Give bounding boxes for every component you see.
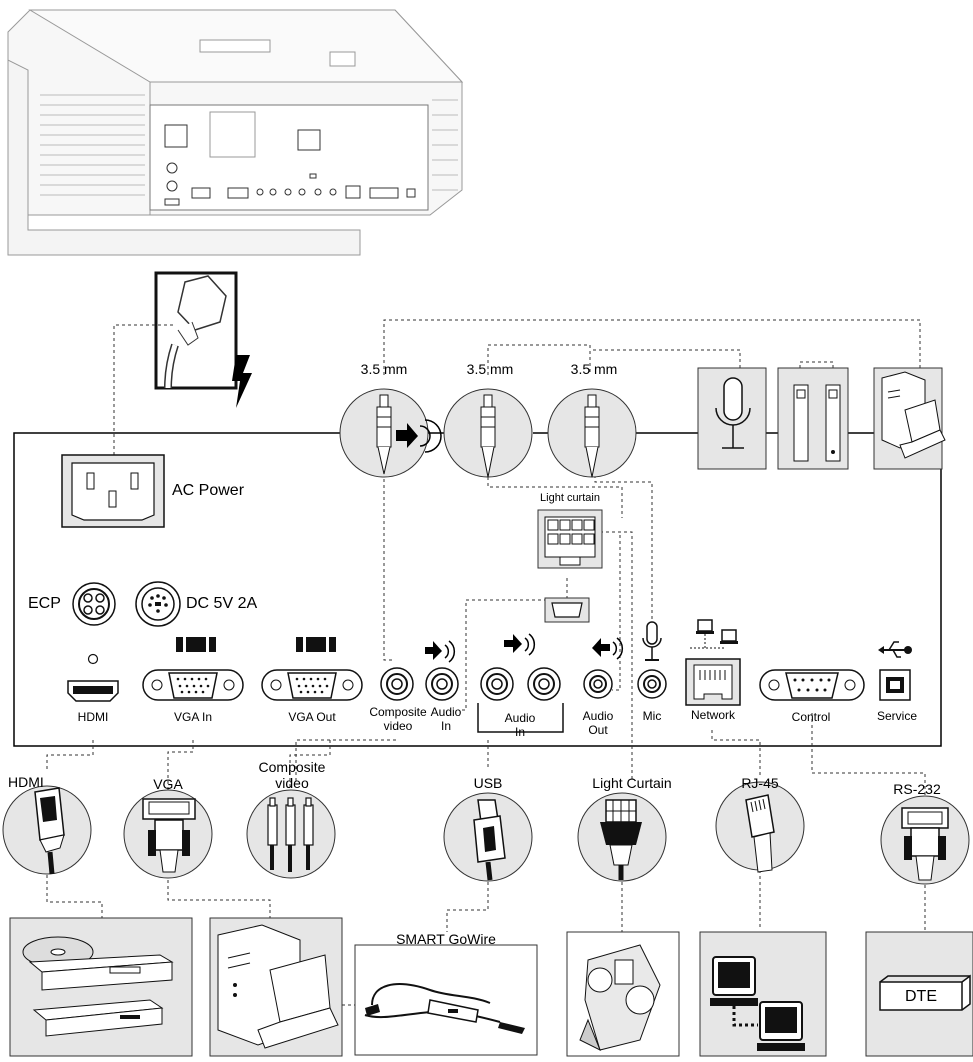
ac-power-label: AC Power bbox=[172, 482, 245, 499]
ecp-label: ECP bbox=[28, 595, 61, 612]
vga-connector-circle bbox=[123, 789, 213, 879]
ecp-port bbox=[72, 582, 116, 626]
composite-port-label-2: video bbox=[383, 719, 413, 733]
vga-in-port bbox=[142, 637, 244, 701]
service-label: Service bbox=[876, 709, 918, 723]
rs232-connector-circle bbox=[880, 795, 970, 885]
hdmi-port-label: HDMI bbox=[77, 710, 109, 724]
jack-circle-3 bbox=[547, 388, 637, 478]
projector-illustration bbox=[7, 9, 464, 256]
microphone-box bbox=[697, 367, 767, 470]
composite-connector-circle bbox=[246, 789, 336, 879]
light-curtain-device-box bbox=[566, 931, 680, 1057]
dc-port bbox=[135, 581, 181, 627]
usb-mini-port bbox=[544, 597, 590, 623]
composite-video-port bbox=[380, 667, 414, 701]
audio-in-label-2: In bbox=[440, 719, 452, 733]
computer-box-top bbox=[873, 367, 946, 470]
audio-in-port bbox=[425, 640, 459, 701]
light-curtain-cable-label: Light Curtain bbox=[592, 775, 672, 791]
rj45-cable-label: RJ-45 bbox=[741, 775, 779, 791]
dvd-player-box bbox=[9, 917, 193, 1057]
network-computers-box bbox=[699, 931, 827, 1057]
vga-out-label: VGA Out bbox=[288, 710, 336, 724]
jack-1-label: 3.5 mm bbox=[360, 361, 408, 377]
vga-in-label: VGA In bbox=[173, 710, 213, 724]
gowire-label: SMART GoWire bbox=[396, 931, 496, 947]
computer-box-bottom bbox=[209, 917, 343, 1057]
jack-circle-2 bbox=[443, 388, 533, 478]
rs232-cable-label: RS-232 bbox=[893, 781, 941, 797]
audio-out-label-2: Out bbox=[588, 723, 608, 737]
gowire-box bbox=[354, 944, 538, 1056]
dte-box bbox=[865, 931, 973, 1057]
hdmi-cable-label: HDMI bbox=[8, 774, 44, 790]
light-curtain-connector-circle bbox=[577, 792, 667, 882]
audio-in-2-label-1: Audio bbox=[504, 711, 536, 725]
connection-lines bbox=[46, 319, 926, 1006]
jack-2-label: 3.5 mm bbox=[466, 361, 514, 377]
mic-label: Mic bbox=[642, 709, 662, 723]
composite-port-label-1: Composite bbox=[369, 705, 427, 719]
control-label: Control bbox=[791, 710, 831, 724]
audio-in-2-ports bbox=[477, 633, 564, 733]
dte-label: DTE bbox=[905, 988, 937, 1005]
hdmi-port bbox=[67, 653, 119, 702]
power-cord bbox=[154, 271, 252, 408]
audio-out-label-1: Audio bbox=[582, 709, 614, 723]
audio-out-port bbox=[583, 637, 624, 699]
service-port bbox=[878, 641, 912, 701]
vga-out-port bbox=[261, 637, 363, 701]
audio-in-label-1: Audio bbox=[430, 705, 462, 719]
speakers-box bbox=[777, 367, 849, 470]
ac-power-inlet bbox=[61, 454, 165, 528]
light-curtain-port-label: Light curtain bbox=[540, 492, 600, 504]
audio-in-2-label-2: In bbox=[514, 725, 526, 739]
usb-cable-label: USB bbox=[473, 775, 503, 791]
dc-label: DC 5V 2A bbox=[186, 595, 258, 612]
jack-circle-1 bbox=[339, 388, 442, 478]
jack-3-label: 3.5 mm bbox=[570, 361, 618, 377]
control-port bbox=[759, 669, 865, 701]
light-curtain-port bbox=[537, 509, 603, 569]
usb-connector-circle bbox=[443, 792, 533, 882]
rj45-connector-circle bbox=[715, 781, 805, 873]
composite-cable-label-1: Composite bbox=[258, 759, 326, 775]
network-port bbox=[685, 619, 741, 706]
mic-port bbox=[637, 621, 667, 699]
network-label: Network bbox=[690, 708, 736, 722]
vga-cable-label: VGA bbox=[153, 776, 183, 792]
composite-cable-label-2: video bbox=[275, 775, 309, 791]
hdmi-connector-circle bbox=[2, 785, 92, 875]
